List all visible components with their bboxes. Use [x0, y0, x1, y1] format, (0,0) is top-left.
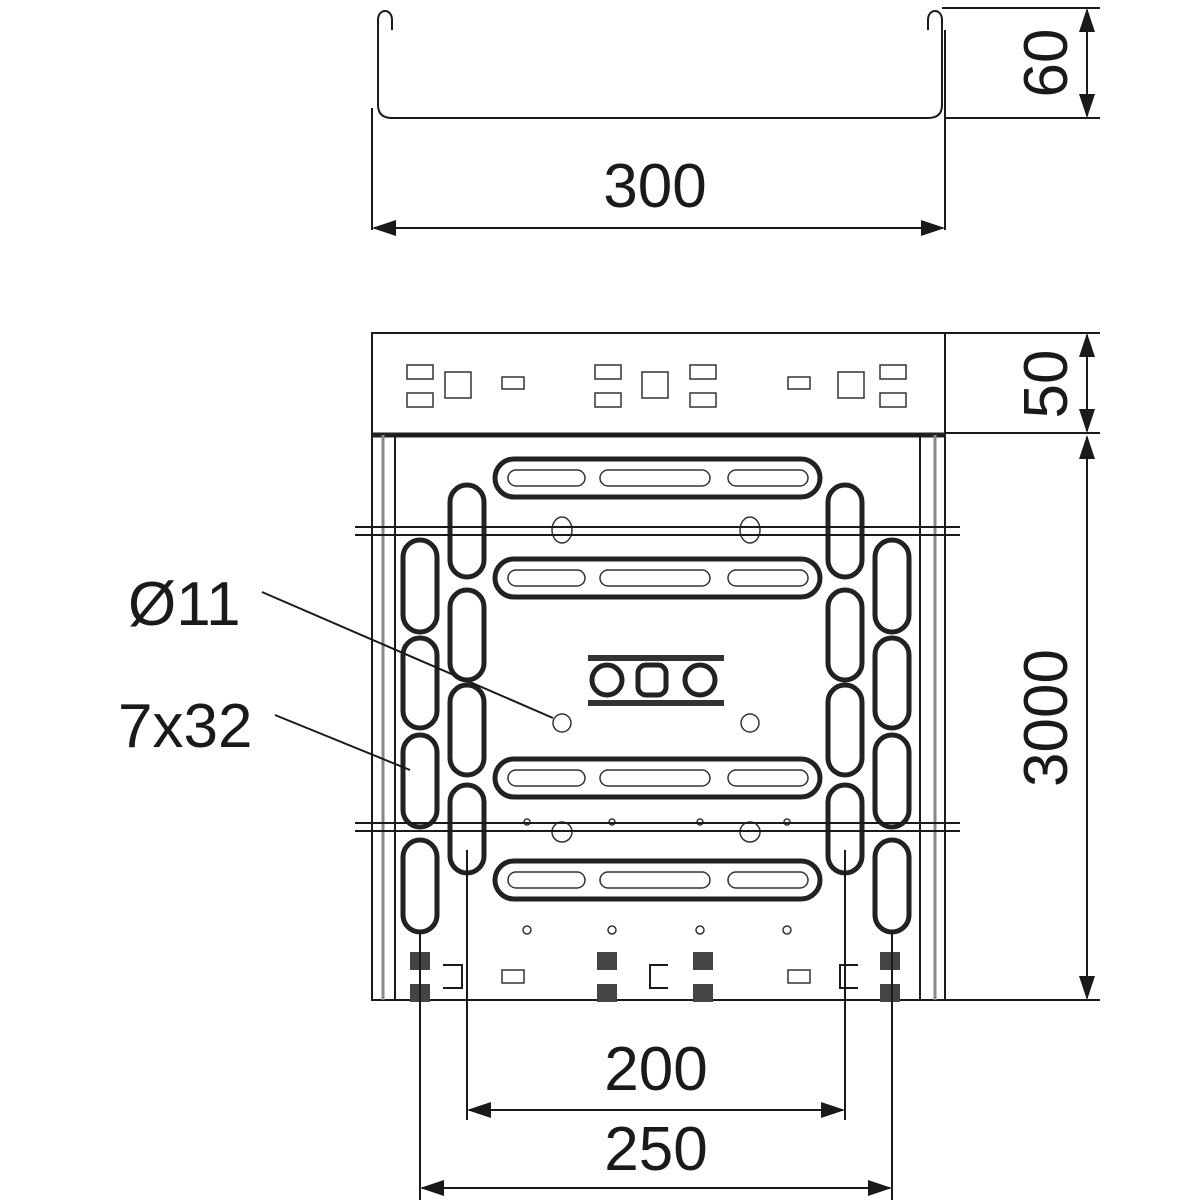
- label-slot-size: 7x32: [118, 692, 252, 761]
- label-hole-diameter: Ø11: [128, 570, 241, 639]
- dimension-length-3000: 3000: [1012, 649, 1081, 787]
- leader-line-hole: [261, 591, 554, 719]
- dimension-width-300: 300: [603, 152, 706, 221]
- vertical-slots: [400, 482, 912, 935]
- flange-holes: [406, 364, 907, 408]
- profile-view: 300 60: [371, 7, 1100, 236]
- horizontal-slots: [492, 456, 823, 902]
- dimension-spacing-200: 200: [604, 1035, 707, 1104]
- obo-logo: [588, 655, 724, 706]
- dimension-height-60: 60: [1012, 29, 1081, 98]
- dimension-flange-50: 50: [1012, 350, 1081, 419]
- leader-line-slot: [274, 714, 411, 771]
- plan-dimensions: 50 3000 200 250: [419, 332, 1100, 1200]
- bottom-fixings: [410, 952, 900, 1002]
- dimension-spacing-250: 250: [604, 1115, 707, 1184]
- annotations: Ø11 7x32: [118, 570, 554, 771]
- plan-view: [355, 332, 960, 1002]
